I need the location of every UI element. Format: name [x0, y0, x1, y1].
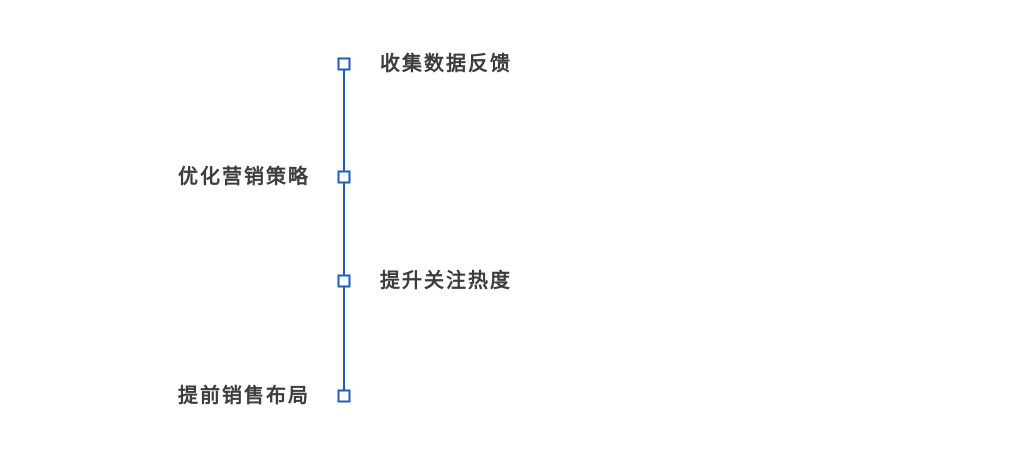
timeline-label-collect-feedback: 收集数据反馈: [380, 53, 512, 75]
timeline-node-icon: [337, 274, 351, 288]
timeline-node-icon: [337, 389, 351, 403]
timeline-node-icon: [337, 57, 351, 71]
timeline-axis-line: [343, 64, 345, 396]
timeline-label-increase-attention: 提升关注热度: [380, 270, 512, 292]
timeline-label-advance-sales-layout: 提前销售布局: [178, 385, 310, 407]
timeline-label-optimize-marketing: 优化营销策略: [178, 166, 310, 188]
timeline-node-icon: [337, 170, 351, 184]
